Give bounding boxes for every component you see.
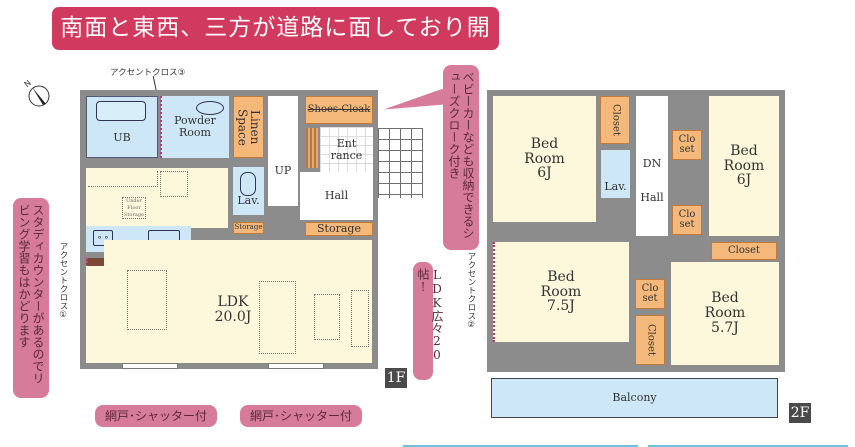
room-shoes-cloak: Shoes-Cloak [305, 96, 373, 124]
room-closet-mid: Closet [711, 242, 777, 260]
callout-shoes-cloak: ベビーカーなども収納できるシューズクローク付き [443, 65, 479, 250]
window-1f-bottom-right [268, 363, 324, 369]
headline-text: 南面と東西、三方が道路に面しており開放感があります [60, 15, 491, 84]
powder-label-2: Room [179, 126, 211, 139]
room-ldk-left [86, 266, 106, 363]
closet-mid-label: Closet [728, 244, 760, 256]
step-icon [306, 128, 318, 168]
lav-2f-label: Lav. [604, 180, 627, 194]
shoes-cloak-label: Shoes-Cloak [307, 103, 371, 115]
stairs-1f: UP [268, 96, 298, 206]
coffee-table [314, 294, 340, 340]
fridge-space [88, 171, 158, 187]
hall-2f-label: Hall [640, 191, 664, 204]
dining-table [127, 270, 167, 330]
accent-cloth-2-label: アクセントクロス② [466, 252, 476, 330]
up-label: UP [274, 164, 292, 178]
divider-rule-right [648, 445, 848, 447]
room-lav-1f: Lav. [233, 167, 264, 215]
room-hall-1f: Hall [300, 172, 373, 220]
linen-label: Linen Space [235, 108, 263, 146]
balcony: Balcony [491, 378, 778, 418]
balcony-label: Balcony [612, 391, 657, 405]
closet-top-label: Closet [610, 104, 622, 136]
toilet-icon [240, 172, 256, 196]
room-storage-small: Storage [233, 222, 264, 234]
tv-stand [351, 290, 369, 347]
hall-label: Hall [324, 189, 349, 203]
callout-screen1-text: 網戸･シャッター付 [104, 409, 207, 423]
entrance-label-2: rance [330, 148, 363, 162]
powder-label-1: Powder [174, 114, 216, 128]
headline-banner [52, 7, 499, 50]
storage-small-label: Storage [234, 223, 263, 232]
room-storage-hall: Storage [305, 222, 373, 236]
callout-screen-shutter-2: 網戸･シャッター付 [240, 405, 362, 427]
room-linen-space: Linen Space [233, 96, 264, 158]
storage-hall-label: Storage [317, 222, 361, 236]
floor-tag-2f: 2F [789, 403, 811, 423]
room-entrance: Ent rance [320, 127, 373, 172]
entrance-porch [378, 128, 423, 198]
callout-ldk-text: LDK広々20帖! [416, 268, 444, 362]
callout-screen-shutter-1: 網戸･シャッター付 [95, 405, 217, 427]
floor-tag-1f: 1F [385, 368, 407, 388]
room-hall-2f: DN Hall [636, 96, 668, 236]
room-closet-top: Closet [600, 96, 630, 144]
entrance-label-1: Ent [336, 136, 357, 150]
svg-text:N: N [22, 78, 32, 89]
callout-study-counter: スタディカウンターがあるのでリビング学習もはかどります [13, 198, 49, 398]
accent-cloth-3-marker [160, 96, 162, 158]
accent-cloth-2-marker [493, 242, 495, 342]
callout-ldk: LDK広々20帖! [413, 262, 444, 380]
closet-d-label: Closet [645, 324, 657, 356]
accent-cloth-1-label: アクセントクロス① [58, 242, 68, 320]
pantry-box [160, 171, 188, 197]
washbasin-icon [196, 101, 224, 115]
callout-shoes-pointer [382, 88, 446, 118]
room-closet-d: Closet [635, 315, 665, 365]
accent-cloth-3-label: アクセントクロス③ [110, 68, 186, 78]
lav-label: Lav. [237, 194, 260, 208]
dn-label: DN [642, 157, 662, 171]
callout-screen2-text: 網戸･シャッター付 [249, 409, 352, 423]
bathtub-icon [96, 101, 146, 121]
callout-shoes-text: ベビーカーなども収納できるシューズクローク付き [447, 71, 475, 239]
callout-study-text: スタディカウンターがあるのでリビング学習もはかどります [17, 204, 45, 384]
compass-north-icon: N [22, 78, 54, 110]
room-powder: Powder Room [161, 96, 229, 158]
sofa [259, 281, 296, 354]
stove-icon: ⚬⚬ [93, 230, 113, 246]
room-ldk [104, 240, 372, 363]
room-lav-2f: Lav. [601, 150, 630, 198]
divider-rule-left [403, 445, 638, 447]
ub-label: UB [113, 131, 131, 145]
window-1f-bottom-left [122, 363, 178, 369]
